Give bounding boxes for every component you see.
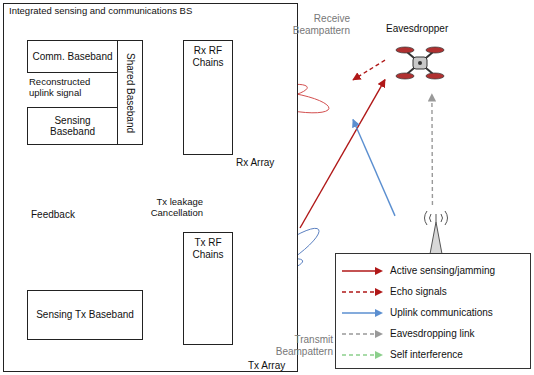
edge-label: Reconstructed uplink signal xyxy=(29,77,91,99)
eavesdropper-node: Eavesdropper xyxy=(385,22,455,94)
legend-box: Active sensing/jammingEcho signalsUplink… xyxy=(335,253,531,369)
legend-line-sample xyxy=(340,266,384,276)
shared-baseband-box: Shared Baseband xyxy=(117,40,143,145)
legend-row: Uplink communications xyxy=(340,302,526,323)
user-device-icon xyxy=(425,211,448,254)
rx-rf-chains-box: Rx RF Chains xyxy=(183,40,233,155)
legend-line-sample xyxy=(340,329,384,339)
comm-baseband-box: Comm. Baseband xyxy=(27,40,118,73)
bs-enclosure: Integrated sensing and communications BS… xyxy=(3,3,298,372)
legend-text: Uplink communications xyxy=(390,307,493,319)
node-text: Tx RF Chains xyxy=(186,237,230,260)
connector-arrow xyxy=(353,60,385,80)
receive-beampattern: Receive Beampattern xyxy=(258,12,353,140)
connector-arrow xyxy=(353,120,395,216)
array-label: Tx Array xyxy=(248,360,285,372)
legend-row: Active sensing/jamming xyxy=(340,260,526,281)
legend-line-sample xyxy=(340,308,384,318)
legend-row: Echo signals xyxy=(340,281,526,302)
drone-icon xyxy=(396,47,444,79)
node-text: Comm. Baseband xyxy=(32,51,112,63)
node-text: Rx RF Chains xyxy=(186,45,230,68)
node-text: Eavesdropper xyxy=(386,23,448,35)
legend-text: Eavesdropping link xyxy=(390,328,475,340)
sensing-tx-baseband-box: Sensing Tx Baseband xyxy=(27,290,143,340)
node-text: Transmit Beampattern xyxy=(271,334,333,357)
array-label: Rx Array xyxy=(236,157,274,169)
node-text: Integrated sensing and communications BS xyxy=(9,6,192,17)
node-text: Sensing Tx Baseband xyxy=(36,309,134,321)
node-text: Shared Baseband xyxy=(124,52,136,132)
edge-label: Feedback xyxy=(31,209,77,221)
sensing-baseband-box: Sensing Baseband xyxy=(27,107,118,145)
legend-text: Self interference xyxy=(390,349,463,361)
tx-rf-chains-box: Tx RF Chains xyxy=(183,232,233,345)
node-text: Receive Beampattern xyxy=(288,13,350,36)
legend-text: Active sensing/jamming xyxy=(390,265,495,277)
legend-row: Self interference xyxy=(340,344,526,365)
node-text: Sensing Baseband xyxy=(32,115,113,138)
connector-arrow xyxy=(431,94,433,205)
edge-label: Tx leakage Cancellation xyxy=(139,197,203,219)
legend-line-sample xyxy=(340,350,384,360)
legend-text: Echo signals xyxy=(390,286,447,298)
legend-line-sample xyxy=(340,287,384,297)
connector-arrow xyxy=(300,80,385,228)
legend-row: Eavesdropping link xyxy=(340,323,526,344)
transmit-beampattern: Transmit Beampattern xyxy=(258,228,338,358)
